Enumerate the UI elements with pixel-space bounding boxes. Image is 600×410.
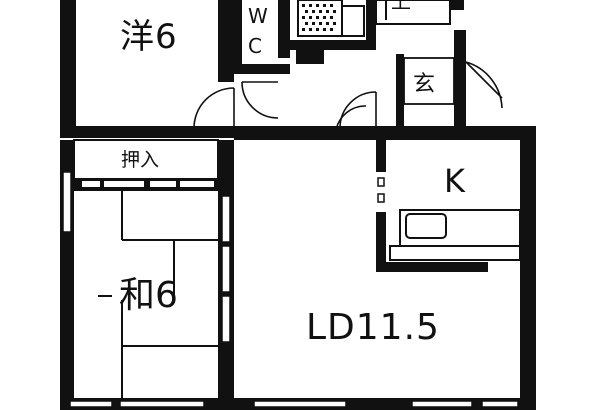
wall-right-notch: [450, 0, 464, 10]
sliding-doors: [221, 195, 231, 343]
room-label-wc-top: W: [248, 4, 268, 28]
closet-slot-1: [82, 181, 100, 187]
wall-kitchen-bottom: [376, 262, 488, 272]
top-right-cabinet: [375, 0, 451, 25]
wall-kitchen-left-lower: [376, 212, 386, 270]
room-label-western: 洋6: [120, 17, 178, 57]
closet-slot-3: [150, 181, 176, 187]
wall-wc-right: [278, 0, 290, 58]
room-label-kitchen: K: [444, 162, 465, 200]
closet-slot-2: [104, 181, 144, 187]
sliding-panel: [221, 195, 231, 243]
wall-shower-bottom: [290, 40, 370, 50]
closet-slot-4: [180, 181, 214, 187]
wall-shower-right: [366, 0, 376, 50]
door-swings: [193, 61, 503, 131]
kitchen-opening-dash: [377, 177, 385, 187]
shower-floor: [297, 0, 365, 37]
sink-basin: [405, 213, 447, 239]
window-bottom-4: [411, 400, 473, 408]
wall-western-room-right: [218, 0, 234, 82]
entrance-step: [403, 57, 455, 105]
wall-western-room-bottom: [60, 126, 238, 138]
wall-shower-small: [296, 50, 324, 64]
window-bottom-1: [69, 400, 113, 408]
wall-entrance-left: [396, 54, 404, 128]
window-bottom-5: [481, 400, 519, 408]
room-label-japanese: 和6: [119, 275, 178, 316]
window-left-1: [62, 171, 72, 233]
counter-front: [389, 245, 521, 261]
closet: [73, 139, 219, 191]
tatami-lines: [98, 190, 218, 398]
window-bottom-2: [119, 400, 205, 408]
shower-ledge: [341, 5, 365, 37]
cabinet-outline: [375, 0, 451, 25]
wall-left-upper: [60, 0, 76, 135]
shower-outline: [297, 0, 343, 37]
walls: [60, 0, 536, 410]
room-label-living-dining: LD11.5: [306, 307, 440, 348]
door-kitchen-small: [335, 105, 367, 131]
sliding-panel: [221, 295, 231, 343]
sliding-panel: [221, 245, 231, 293]
door-western-room: [193, 87, 235, 129]
wall-right-outer: [520, 126, 536, 410]
wall-entrance-right: [454, 30, 466, 130]
wall-wc-left: [234, 0, 242, 70]
door-wc: [241, 81, 279, 119]
room-label-top-right: 上: [391, 0, 411, 13]
room-label-wc-bottom: C: [248, 34, 262, 58]
kitchen-opening-dash: [377, 193, 385, 203]
kitchen-counter: [377, 177, 521, 261]
shower-tiles: [302, 4, 336, 31]
room-label-entrance: 玄: [413, 72, 436, 97]
wall-corridor-bottom: [234, 126, 534, 140]
windows: [62, 171, 519, 408]
room-label-closet: 押入: [121, 149, 160, 171]
door-entrance: [465, 61, 503, 109]
wall-wc-bottom: [234, 64, 290, 74]
window-bottom-3: [253, 400, 347, 408]
door-corridor: [339, 91, 377, 129]
wall-kitchen-left-upper: [376, 140, 386, 172]
